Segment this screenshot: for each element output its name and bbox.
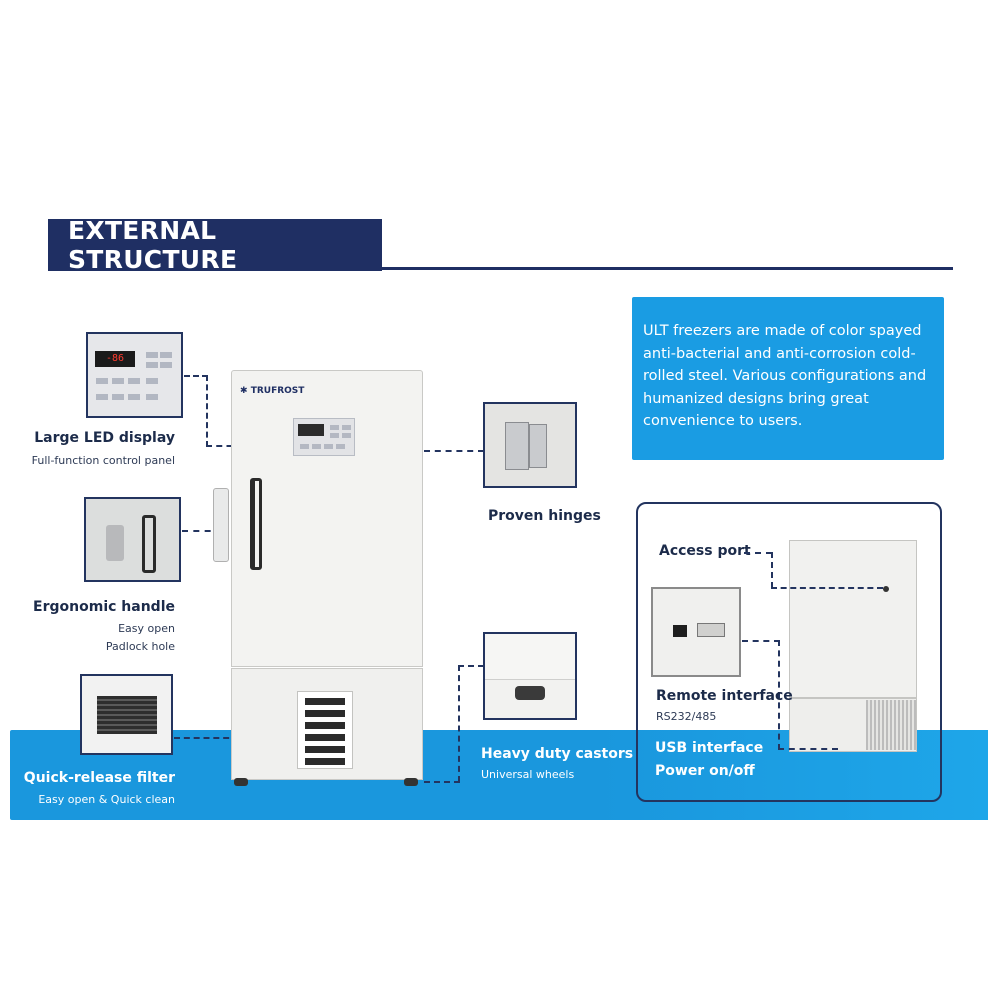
connector-line: [778, 748, 838, 750]
key-icon: [146, 352, 158, 358]
key-icon: [128, 394, 140, 400]
vent-slat: [305, 722, 345, 729]
hinge-icon: [505, 422, 529, 470]
usb-interface-title: USB interface: [655, 740, 764, 756]
hinge-icon: [529, 424, 547, 468]
vent-slat: [305, 746, 345, 753]
castors-title: Heavy duty castors: [481, 746, 634, 762]
vent-slat: [305, 734, 345, 741]
connector-line: [778, 640, 780, 750]
rear-detail-panel: [636, 502, 942, 802]
led-readout: -86: [95, 351, 135, 367]
hinges-title: Proven hinges: [488, 508, 601, 524]
vent-slat: [305, 710, 345, 717]
wheel-icon: [404, 778, 418, 786]
key-icon: [342, 433, 351, 438]
handle-photo: [84, 497, 181, 582]
section-title-text: EXTERNAL STRUCTURE: [68, 216, 238, 274]
castors-subtitle: Universal wheels: [481, 768, 575, 781]
connector-line: [182, 530, 222, 532]
vent-slat: [305, 758, 345, 765]
connector-line: [458, 665, 460, 782]
filter-photo: [80, 674, 173, 755]
connector-line: [742, 640, 780, 642]
key-icon: [300, 444, 309, 449]
connector-line: [771, 552, 773, 588]
connector-line: [424, 450, 484, 452]
lock-icon: [106, 525, 124, 561]
remote-interface-title: Remote interface: [656, 688, 793, 704]
side-latch: [213, 488, 229, 562]
rear-freezer-body: [789, 540, 917, 698]
title-underline: [382, 267, 953, 270]
led-display-photo: -86: [86, 332, 183, 418]
led-title: Large LED display: [34, 430, 175, 446]
filter-title: Quick-release filter: [23, 770, 175, 786]
section-title: EXTERNAL STRUCTURE: [48, 216, 382, 274]
key-icon: [342, 425, 351, 430]
snowflake-icon: ✱: [240, 386, 251, 396]
freezer-brand-logo: ✱ TRUFROST: [240, 386, 304, 396]
hinge-photo: [483, 402, 577, 488]
intro-card: [632, 297, 944, 460]
connector-line: [424, 781, 460, 783]
port-connector-icon: [697, 623, 725, 637]
door-handle: [250, 478, 262, 570]
power-title: Power on/off: [655, 763, 755, 779]
key-icon: [336, 444, 345, 449]
key-icon: [330, 433, 339, 438]
connector-line: [771, 587, 883, 589]
key-icon: [330, 425, 339, 430]
rear-grille: [866, 700, 916, 750]
handle-title: Ergonomic handle: [33, 599, 175, 615]
access-port-title: Access port: [659, 543, 751, 559]
key-icon: [112, 378, 124, 384]
lcd-icon: [298, 424, 324, 436]
freezer-control-panel: [293, 418, 355, 456]
key-icon: [146, 362, 158, 368]
handle-subtitle-1: Easy open: [118, 622, 175, 635]
key-icon: [146, 394, 158, 400]
connector-line: [744, 552, 772, 554]
key-icon: [312, 444, 321, 449]
key-icon: [146, 378, 158, 384]
key-icon: [112, 394, 124, 400]
interface-photo: [651, 587, 741, 677]
intro-text: ULT freezers are made of color spayed an…: [643, 323, 927, 429]
handle-subtitle-2: Padlock hole: [105, 640, 175, 653]
key-icon: [96, 394, 108, 400]
air-vent-grille: [297, 691, 353, 769]
remote-interface-subtitle: RS232/485: [656, 710, 717, 723]
key-icon: [160, 352, 172, 358]
connector-line: [458, 665, 484, 667]
key-icon: [324, 444, 333, 449]
connector-line: [206, 375, 208, 447]
cabinet-base: [485, 634, 575, 680]
filter-subtitle: Easy open & Quick clean: [38, 793, 175, 806]
wheel-icon: [515, 686, 545, 700]
filter-mesh-icon: [97, 696, 157, 734]
access-port-hole: [883, 586, 889, 592]
key-icon: [128, 378, 140, 384]
freezer-brand-text: TRUFROST: [250, 386, 305, 396]
power-switch-icon: [673, 625, 687, 637]
key-icon: [160, 362, 172, 368]
key-icon: [96, 378, 108, 384]
castor-photo: [483, 632, 577, 720]
led-subtitle: Full-function control panel: [31, 454, 175, 467]
connector-line: [184, 375, 208, 377]
handle-icon: [142, 515, 156, 573]
wheel-icon: [234, 778, 248, 786]
vent-slat: [305, 698, 345, 705]
